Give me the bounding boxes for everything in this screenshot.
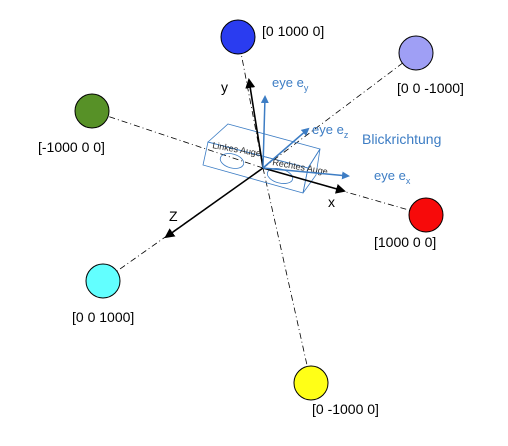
eye-ex-arrow	[262, 167, 350, 180]
sphere-pos-y-label: [0 1000 0]	[262, 23, 324, 39]
sphere-pos-z: [0 0 1000]	[72, 263, 134, 325]
y-axis-arrow	[245, 78, 264, 169]
glasses-side-face	[302, 148, 321, 194]
sphere-pos-z-label: [0 0 1000]	[72, 309, 134, 325]
sphere-neg-y-label: [0 -1000 0]	[312, 401, 379, 417]
sphere-pos-y-circle	[220, 19, 256, 55]
guide-line-neg-z	[262, 52, 417, 169]
sphere-neg-z-label: [0 0 -1000]	[397, 80, 464, 96]
guide-line-neg-y	[262, 167, 312, 384]
sphere-pos-y: [0 1000 0]	[220, 19, 324, 55]
z-axis-label: Z	[169, 208, 178, 224]
sphere-neg-x-circle	[74, 93, 110, 129]
coordinate-axes	[164, 78, 346, 239]
sphere-neg-x-label: [-1000 0 0]	[38, 139, 105, 155]
sphere-neg-z-circle	[398, 35, 434, 71]
eye-vectors	[260, 95, 350, 180]
x-axis-arrow	[262, 167, 346, 194]
sphere-neg-y: [0 -1000 0]	[293, 365, 379, 417]
sphere-pos-x-circle	[408, 197, 444, 233]
eye-ez-label: eye ez	[312, 122, 349, 140]
sphere-pos-x: [1000 0 0]	[374, 197, 444, 250]
sphere-pos-x-label: [1000 0 0]	[374, 234, 436, 250]
eye-ey-arrow	[260, 95, 269, 169]
guide-line-neg-x	[91, 110, 264, 169]
sphere-neg-x: [-1000 0 0]	[38, 93, 110, 155]
y-axis-label: y	[221, 79, 228, 95]
x-axis-label: x	[328, 194, 335, 210]
eye-ey-label: eye ey	[272, 75, 309, 93]
left-lens	[219, 153, 245, 169]
z-axis-arrow	[164, 167, 264, 239]
sphere-pos-z-circle	[85, 263, 121, 299]
sphere-neg-y-circle	[293, 365, 329, 401]
guide-lines	[91, 36, 427, 384]
view-direction-label: Blickrichtung	[362, 131, 441, 147]
sphere-neg-z: [0 0 -1000]	[397, 35, 464, 96]
eye-ex-label: eye ex	[374, 168, 411, 186]
left-eye-label: Linkes Auge	[212, 140, 262, 158]
eye-ez-arrow	[262, 127, 310, 169]
